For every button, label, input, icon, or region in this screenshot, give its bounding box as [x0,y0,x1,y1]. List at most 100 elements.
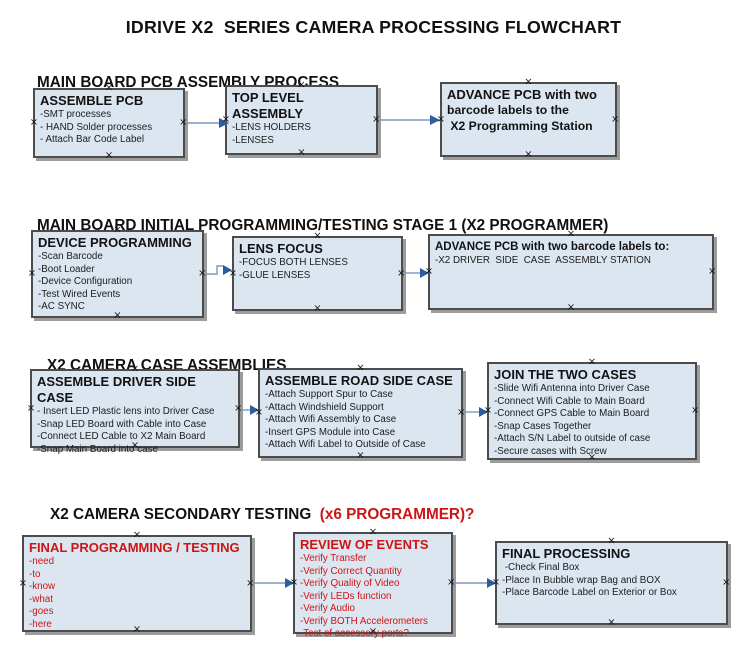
box-item: - Insert LED Plastic lens into Driver Ca… [37,406,215,417]
anchor-icon: × [610,113,620,125]
anchor-icon: × [721,576,731,588]
box-item: -Attach Wifi Label to Outside of Case [265,439,426,450]
box-item: -Verify Transfer [300,553,367,564]
flow-box-final-processing: FINAL PROCESSING -Check Final Box-Place … [492,536,731,629]
flow-box-assemble-driver-side-case: ASSEMBLE DRIVER SIDE CASE - Insert LED P… [26,364,243,455]
box-item-list: -Check Final Box-Place In Bubble wrap Ba… [502,562,721,600]
anchor-icon: × [313,303,322,315]
anchor-icon: × [29,116,39,128]
box-item: -Check Final Box [502,562,580,573]
anchor-icon: × [197,267,207,279]
box-item: -Connect GPS Cable to Main Board [494,408,650,419]
box-item-list: - Insert LED Plastic lens into Driver Ca… [37,406,233,456]
flow-box-lens-focus: LENS FOCUS -FOCUS BOTH LENSES-GLUE LENSE… [229,231,406,315]
box-item: -Attach Wifi Assembly to Case [265,414,397,425]
box-item: -GLUE LENSES [239,269,311,281]
flow-box-final-programming-testing: FINAL PROGRAMMING / TESTING -need-to-kno… [18,530,255,635]
box-item: -Attach Support Spur to Case [265,389,393,400]
flow-box-review-of-events: REVIEW OF EVENTS -Verify Transfer-Verify… [289,527,456,639]
anchor-icon: × [356,450,365,462]
box-item: -AC SYNC [38,301,85,312]
box-item: -Secure cases with Screw [494,445,607,457]
box-item: -to [29,568,41,580]
box-item: -Device Configuration [38,276,133,287]
box-title: FINAL PROGRAMMING / TESTING [29,540,240,555]
box-title: REVIEW OF EVENTS [300,537,429,552]
box-item-list: -LENS HOLDERS-LENSES [232,122,371,147]
box-item: -Place In Bubble wrap Bag and BOX [502,574,661,586]
box-item: -Attach Windshield Support [265,401,384,413]
box-title: ADVANCE PCB with two barcode labels to: [435,241,670,253]
box-title: DEVICE PROGRAMMING [38,235,192,250]
anchor-icon: × [587,356,597,368]
box-item: -Snap Main Board into case [37,443,158,455]
anchor-icon: × [524,76,533,88]
box-item: -Test of accessory ports? [300,628,409,639]
box-title: LENS FOCUS [239,241,323,256]
box-item: -Boot Loader [38,263,95,275]
section-heading-red-suffix: (x6 PROGRAMMER)? [319,506,475,523]
box-item: X2 Programming Station [447,118,593,133]
box-item: - Attach Bar Code Label [40,134,145,145]
anchor-icon: × [178,116,188,128]
anchor-icon: × [289,576,299,588]
anchor-icon: × [607,535,616,547]
box-item: -Connect Wifi Cable to Main Board [494,395,645,407]
anchor-icon: × [18,577,28,589]
box-item-list: -Verify Transfer-Verify Correct Quantity… [300,553,446,641]
anchor-icon: × [371,113,381,125]
box-item-list: barcode labels to the X2 Programming Sta… [447,103,610,134]
box-item: -Snap Cases Together [494,420,592,432]
connector-arrow [205,265,232,275]
anchor-icon: × [221,113,231,125]
box-item: -FOCUS BOTH LENSES [239,257,348,268]
box-item-list: -Attach Support Spur to Case-Attach Wind… [265,389,456,452]
box-item-list: -FOCUS BOTH LENSES-GLUE LENSES [239,257,396,282]
section-heading-text: MAIN BOARD INITIAL PROGRAMMING/TESTING S… [37,217,609,234]
anchor-icon: × [26,402,36,414]
box-item: -here [29,618,52,630]
anchor-icon: × [356,362,365,374]
anchor-icon: × [707,265,717,277]
connector-arrow [186,118,229,128]
anchor-icon: × [607,617,616,629]
flow-box-device-programming: DEVICE PROGRAMMING -Scan Barcode-Boot Lo… [27,225,207,321]
anchor-icon: × [436,113,446,125]
box-item: -X2 DRIVER SIDE CASE ASSEMBLY STATION [435,255,651,266]
box-item: -Connect LED Cable to X2 Main Board [37,431,206,442]
flow-box-assemble-pcb: ASSEMBLE PCB -SMT processes- HAND Solder… [29,83,188,162]
box-item: -LENS HOLDERS [232,122,311,133]
anchor-icon: × [396,267,406,279]
section-heading-secondary-testing: X2 CAMERA SECONDARY TESTING (x6 PROGRAMM… [33,488,474,542]
flow-box-advance-pcb-case-assembly: ADVANCE PCB with two barcode labels to: … [425,229,717,313]
box-item: -Test Wired Events [38,288,121,300]
anchor-icon: × [27,267,37,279]
connector-arrow [241,405,259,415]
anchor-icon: × [483,404,493,416]
box-title: ASSEMBLE ROAD SIDE CASE [265,373,453,388]
box-item: -know [29,581,56,592]
box-title: TOP LEVEL ASSEMBLY [232,90,307,121]
flow-box-join-the-two-cases: JOIN THE TWO CASES -Slide Wifi Antenna i… [483,357,700,463]
box-title: JOIN THE TWO CASES [494,367,637,382]
box-item: -Verify BOTH Accelerometers [300,615,428,627]
anchor-icon: × [104,150,114,162]
box-item: -goes [29,606,54,617]
connector-arrow [253,578,294,588]
anchor-icon: × [690,404,700,416]
page-title: IDRIVE X2 SERIES CAMERA PROCESSING FLOWC… [125,17,622,37]
box-item: - HAND Solder processes [40,121,153,133]
anchor-icon: × [446,576,456,588]
section-heading-initial-programming: MAIN BOARD INITIAL PROGRAMMING/TESTING S… [20,199,608,253]
box-item-list: -Scan Barcode-Boot Loader-Device Configu… [38,251,197,314]
box-item: -SMT processes [40,109,112,120]
box-item: -Verify Correct Quantity [300,565,402,577]
box-item: -LENSES [232,134,274,146]
anchor-icon: × [245,577,255,589]
box-item: -Insert GPS Module into Case [265,426,396,438]
connector-arrow [464,407,488,417]
section-heading-text: X2 CAMERA SECONDARY TESTING [50,506,320,523]
box-item: -Place Barcode Label on Exterior or Box [502,587,677,598]
box-item: -Attach S/N Label to outside of case [494,433,651,444]
anchor-icon: × [233,402,243,414]
